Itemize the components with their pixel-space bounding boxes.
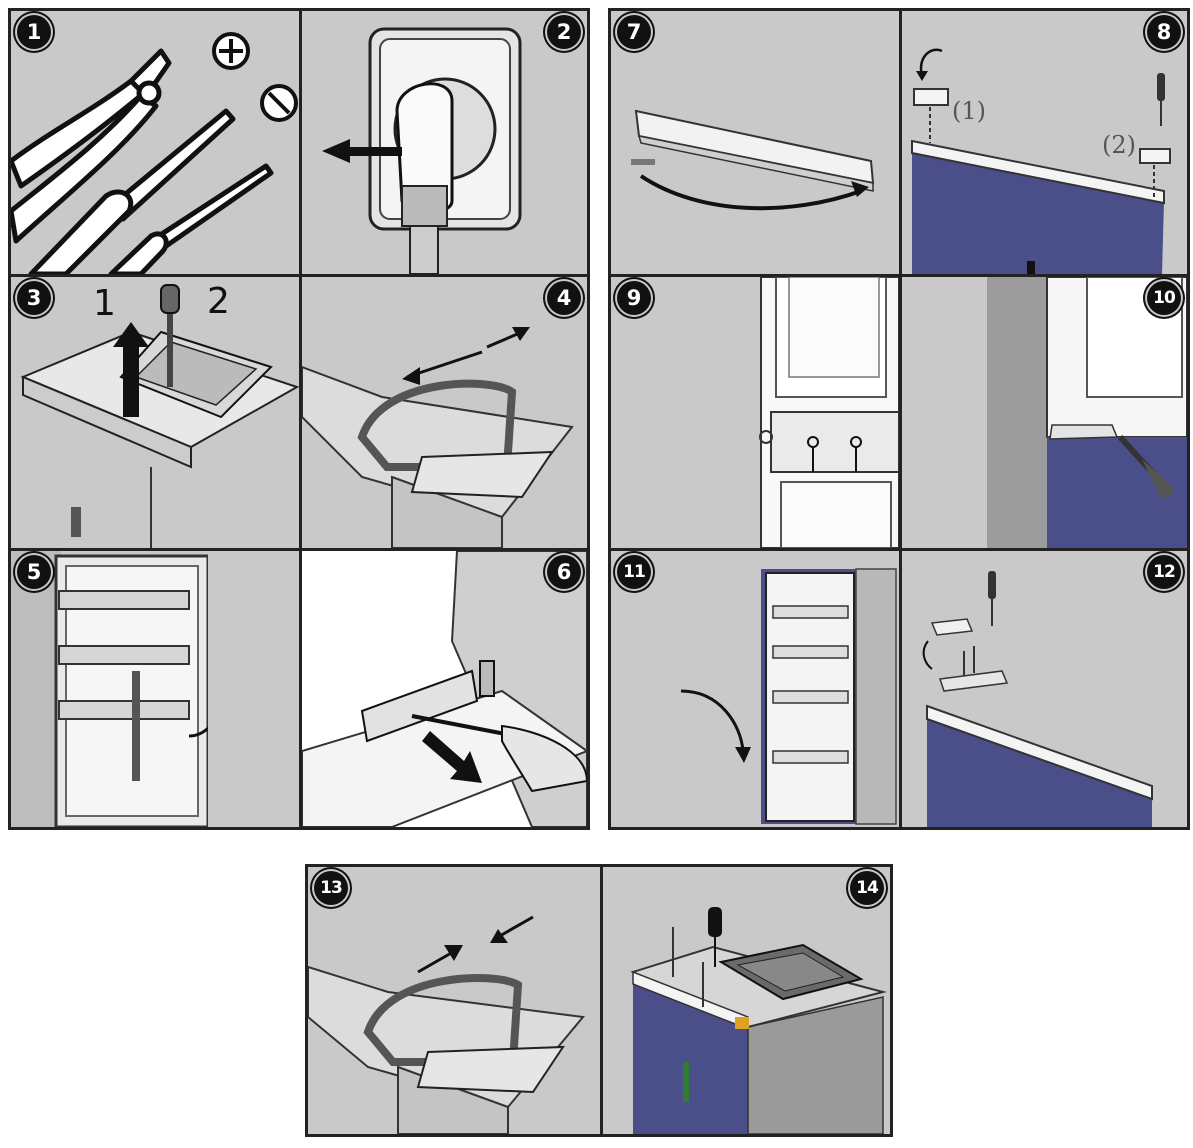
pull-arrow <box>322 139 402 163</box>
step-number: 10 <box>1147 281 1181 315</box>
arrow-label-1: 1 <box>93 283 116 324</box>
door-open-illustration <box>11 551 299 827</box>
top-cover-reinstall-illustration <box>630 907 887 1134</box>
slide-arrow-left <box>402 367 420 385</box>
step-number: 4 <box>547 281 581 315</box>
step-number: 12 <box>1147 555 1181 589</box>
step-number: 2 <box>547 15 581 49</box>
step-number: 13 <box>314 871 348 905</box>
hinge-reinstall-illustration <box>922 571 1153 827</box>
step-number: 7 <box>617 15 651 49</box>
step-5-panel: 5 <box>11 551 299 827</box>
step-4-panel: 4 <box>302 277 587 548</box>
unplug-illustration <box>322 27 522 274</box>
flathead-screwdriver-icon <box>260 84 298 122</box>
step-6-panel: 6 <box>302 551 587 827</box>
step-10-panel: 10 <box>902 277 1187 548</box>
screwdriver-icon <box>708 907 722 937</box>
slide-arrow-in-left <box>444 945 463 961</box>
tools-illustration <box>11 32 298 274</box>
step-number: 6 <box>547 555 581 589</box>
callout-2: (2) <box>1102 131 1136 159</box>
arrow-label-2: 2 <box>207 281 230 322</box>
step-9-panel: 9 <box>611 277 899 548</box>
step-number: 3 <box>17 281 51 315</box>
step-11-panel: 11 <box>611 551 899 827</box>
hinge-cover-flip-illustration <box>631 109 875 211</box>
steps-grid-left: 1 2 <box>8 8 590 830</box>
step-number: 9 <box>617 281 651 315</box>
step-13-panel: 13 <box>308 867 600 1134</box>
phillips-screwdriver-icon <box>212 32 250 70</box>
screwdriver-icon <box>1157 73 1165 101</box>
step-number: 14 <box>850 871 884 905</box>
interior-hinge-illustration <box>759 277 899 548</box>
step-number: 11 <box>617 555 651 589</box>
step-7-panel: 7 <box>611 11 899 274</box>
hinge-cover-removal-illustration <box>20 284 299 548</box>
slide-arrow-right <box>512 327 530 341</box>
steps-grid-bottom: 13 14 <box>305 864 893 1137</box>
slide-arrow-in-right <box>490 929 508 943</box>
screwdriver-icon <box>988 571 996 599</box>
steps-grid-right: 7 8 (1) (2) 9 <box>608 8 1190 830</box>
step-2-panel: 2 <box>302 11 587 274</box>
swing-arrow <box>735 747 751 763</box>
step-1-panel: 1 <box>11 11 299 274</box>
lower-hinge-illustration <box>987 277 1187 548</box>
lift-arrow <box>113 322 149 417</box>
callout-1: (1) <box>952 97 986 125</box>
hinge-unplug-illustration <box>302 327 574 548</box>
step-3-panel: 3 1 2 <box>11 277 299 548</box>
hinge-unscrew-illustration <box>302 551 587 827</box>
step-14-panel: 14 <box>603 867 890 1134</box>
step-12-panel: 12 <box>902 551 1187 827</box>
flip-arrow <box>851 181 869 197</box>
door-swap-illustration <box>680 568 897 825</box>
hinge-plug-in-illustration <box>308 915 585 1134</box>
step-number: 5 <box>17 555 51 589</box>
step-8-panel: 8 (1) (2) <box>902 11 1187 274</box>
pull-arrow <box>422 731 482 783</box>
step-number: 1 <box>17 15 51 49</box>
cap-swap-illustration <box>911 48 1171 274</box>
step-number: 8 <box>1147 15 1181 49</box>
